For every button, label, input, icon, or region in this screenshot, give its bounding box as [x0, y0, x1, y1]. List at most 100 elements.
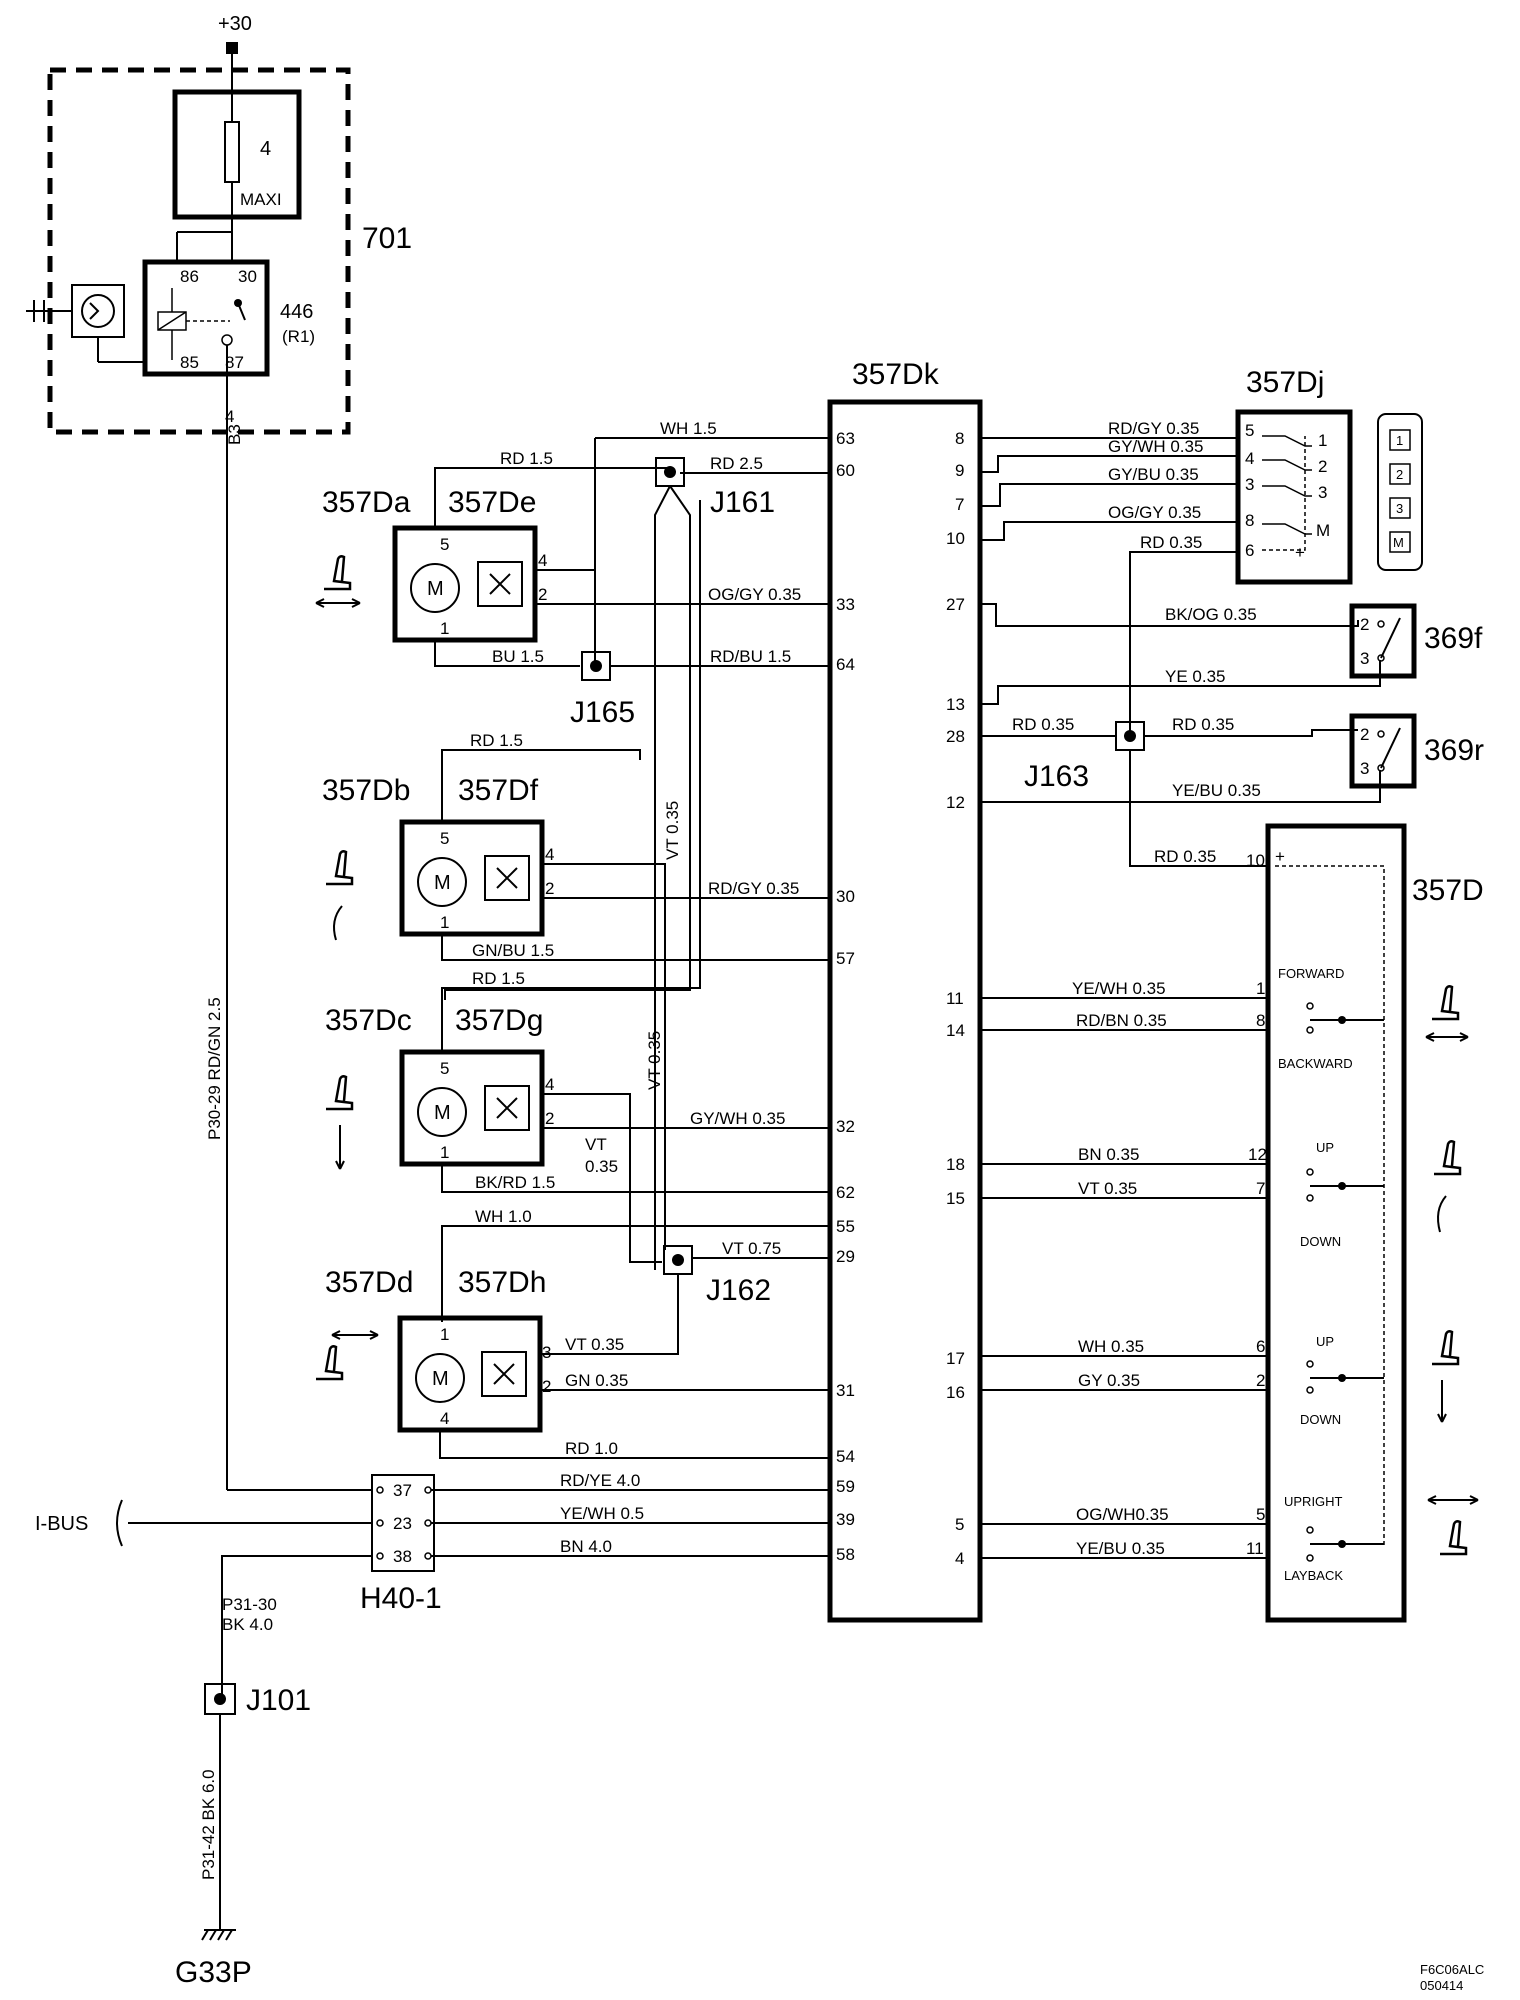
wire-label: OG/GY 0.35	[708, 585, 801, 604]
wire-label: 0.35	[585, 1157, 618, 1176]
wire-label: RD 1.5	[470, 731, 523, 750]
ground-symbol	[201, 1929, 236, 1941]
seat-backrest-icon	[1427, 1495, 1479, 1556]
wire-label: OG/GY 0.35	[1108, 503, 1201, 522]
ecu-pin: 13	[946, 695, 965, 714]
motor-pin: 2	[542, 1377, 551, 1396]
wire-label: VT	[585, 1135, 607, 1154]
ecu-pin: 55	[836, 1217, 855, 1236]
wire-label: GY/WH 0.35	[1108, 437, 1203, 456]
memory-button-1: 1	[1396, 433, 1403, 448]
wire-label: BN 0.35	[1078, 1145, 1139, 1164]
switch-direction: UP	[1316, 1140, 1334, 1155]
wire-label: WH 1.0	[475, 1207, 532, 1226]
motor-m: M	[432, 1368, 449, 1390]
motor-pin: 2	[545, 1109, 554, 1128]
seat-tilt-icon-right	[1432, 1140, 1462, 1233]
motor-label: 357Db	[322, 774, 410, 807]
switch-block-357Dj	[1235, 409, 1353, 585]
fuse-number: 4	[260, 138, 271, 160]
block-701-label: 701	[362, 222, 412, 255]
ecu-pin: 59	[836, 1477, 855, 1496]
ecu-pin: 18	[946, 1155, 965, 1174]
ground-label: G33P	[175, 1956, 252, 1989]
wire-label: RD/YE 4.0	[560, 1471, 640, 1490]
ibus-label: I-BUS	[35, 1513, 88, 1535]
motor-label: 357Dd	[325, 1266, 413, 1299]
relay-sub: (R1)	[282, 327, 315, 346]
motor-357Db	[399, 819, 545, 937]
ecu-pin: 14	[946, 1021, 965, 1040]
switch-369r	[1349, 713, 1417, 789]
motor-pin: 1	[440, 1325, 449, 1344]
ecu-pin: 12	[946, 793, 965, 812]
wire-label: WH 1.5	[660, 419, 717, 438]
ground-wire-label: BK 4.0	[222, 1615, 273, 1634]
motor-pin: 4	[545, 1075, 554, 1094]
switch-pin: 1	[1256, 979, 1265, 998]
ecu-pin: 4	[955, 1549, 964, 1568]
motor-pin: 5	[440, 829, 449, 848]
ecu-pin: 39	[836, 1510, 855, 1529]
wire-label: RD/BN 0.35	[1076, 1011, 1167, 1030]
motor-357Dc	[399, 1049, 545, 1167]
battery-label: +30	[218, 13, 252, 35]
connector-pin: 38	[393, 1547, 412, 1566]
wire-label: WH 0.35	[1078, 1337, 1144, 1356]
switch-direction: UPRIGHT	[1284, 1494, 1343, 1509]
wire-label: VT 0.35	[565, 1335, 624, 1354]
motor-label: 357Da	[322, 486, 411, 519]
switch-plus: +	[1275, 847, 1285, 866]
switch-pin: 8	[1256, 1011, 1265, 1030]
ecu-pin: 8	[955, 429, 964, 448]
wire-label: YE/BU 0.35	[1172, 781, 1261, 800]
relay-contact	[237, 302, 246, 321]
relay-output-term: B3	[225, 424, 244, 445]
seat-forward-backward-icon	[1425, 985, 1469, 1042]
wire-label: GY/WH 0.35	[690, 1109, 785, 1128]
motor-m: M	[434, 872, 451, 894]
switch-direction: DOWN	[1300, 1412, 1341, 1427]
wire-label: RD 0.35	[1140, 533, 1202, 552]
ecu-pin: 9	[955, 461, 964, 480]
switch-pin: 2	[1360, 725, 1369, 744]
wire-label: GY 0.35	[1078, 1371, 1140, 1390]
ecu-pin: 32	[836, 1117, 855, 1136]
switch-369f	[1349, 603, 1417, 679]
motor-pin: 3	[542, 1343, 551, 1362]
switch-output: 2	[1318, 457, 1327, 476]
switch-pin: 2	[1256, 1371, 1265, 1390]
wire-label: GN/BU 1.5	[472, 941, 554, 960]
switch-pin: 3	[1360, 649, 1369, 668]
junction-label: J161	[710, 486, 775, 519]
motor-pin: 2	[538, 585, 547, 604]
switch-pin: 6	[1256, 1337, 1265, 1356]
wire-label: VT 0.35	[645, 1031, 664, 1090]
seat-tilt-fore-aft-icon	[314, 1330, 379, 1381]
switch-output: 3	[1318, 483, 1327, 502]
wire-label: OG/WH0.35	[1076, 1505, 1169, 1524]
wire-label: YE 0.35	[1165, 667, 1226, 686]
switch-direction: BACKWARD	[1278, 1056, 1353, 1071]
ecu-pin: 11	[946, 989, 964, 1008]
wire-label: VT 0.75	[722, 1239, 781, 1258]
wire-label: GN 0.35	[565, 1371, 628, 1390]
ecu-pin: 15	[946, 1189, 965, 1208]
sensor-x-box	[477, 561, 523, 607]
motor-pin: 4	[440, 1409, 449, 1428]
ecu-pin: 63	[836, 429, 855, 448]
footnote-code: F6C06ALC	[1420, 1962, 1484, 1977]
ecu-pin: 17	[946, 1349, 965, 1368]
ecu-pin: 33	[836, 595, 855, 614]
wire-label: VT 0.35	[663, 801, 682, 860]
ecu-pin: 64	[836, 655, 855, 674]
ecu-357Dk	[827, 399, 983, 1623]
memory-button-m: M	[1393, 535, 1404, 550]
wire-label: BN 4.0	[560, 1537, 612, 1556]
motor-pin: 4	[545, 845, 554, 864]
junction-label: J165	[570, 696, 635, 729]
motor-m: M	[434, 1102, 451, 1124]
memory-button-3: 3	[1396, 501, 1403, 516]
wire-label: YE/WH 0.35	[1072, 979, 1166, 998]
switch-block-label: 357Dj	[1246, 366, 1324, 399]
